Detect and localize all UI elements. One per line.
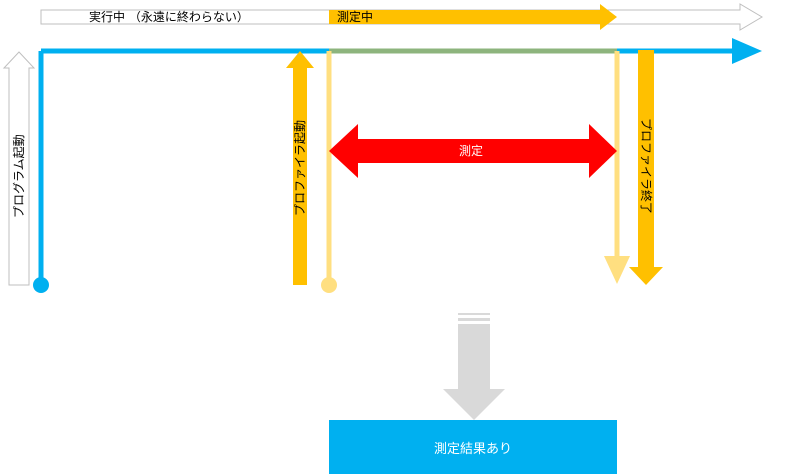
program-timeline-arrowhead [732,38,762,64]
result-box-bg [329,420,617,474]
running-label: 実行中 （永遠に終わらない） [89,10,249,24]
measurement-label: 測定 [459,144,484,158]
profiler-end-label: プロファイラ終了 [639,118,653,215]
measuring-arrow [329,4,617,30]
profiler-start-label: プロファイラ起動 [293,119,307,216]
measure-end-arrowhead [604,256,630,284]
result-label: 測定結果あり [433,441,512,457]
measure-start-dot [321,277,337,293]
profiler-end-arrow [629,50,663,285]
result-down-arrow [443,324,505,420]
program-start-outline-arrow [2,51,36,286]
result-arrow-stripe-1 [458,313,490,315]
profiler-start-arrow [286,51,314,285]
program-start-label: プログラム起動 [12,134,26,218]
result-box: 測定結果あり [329,420,617,474]
result-arrow-stripe-2 [458,318,490,321]
measurement-double-arrow [329,124,617,178]
program-start-dot [33,277,49,293]
measuring-label: 測定中 [337,10,374,24]
